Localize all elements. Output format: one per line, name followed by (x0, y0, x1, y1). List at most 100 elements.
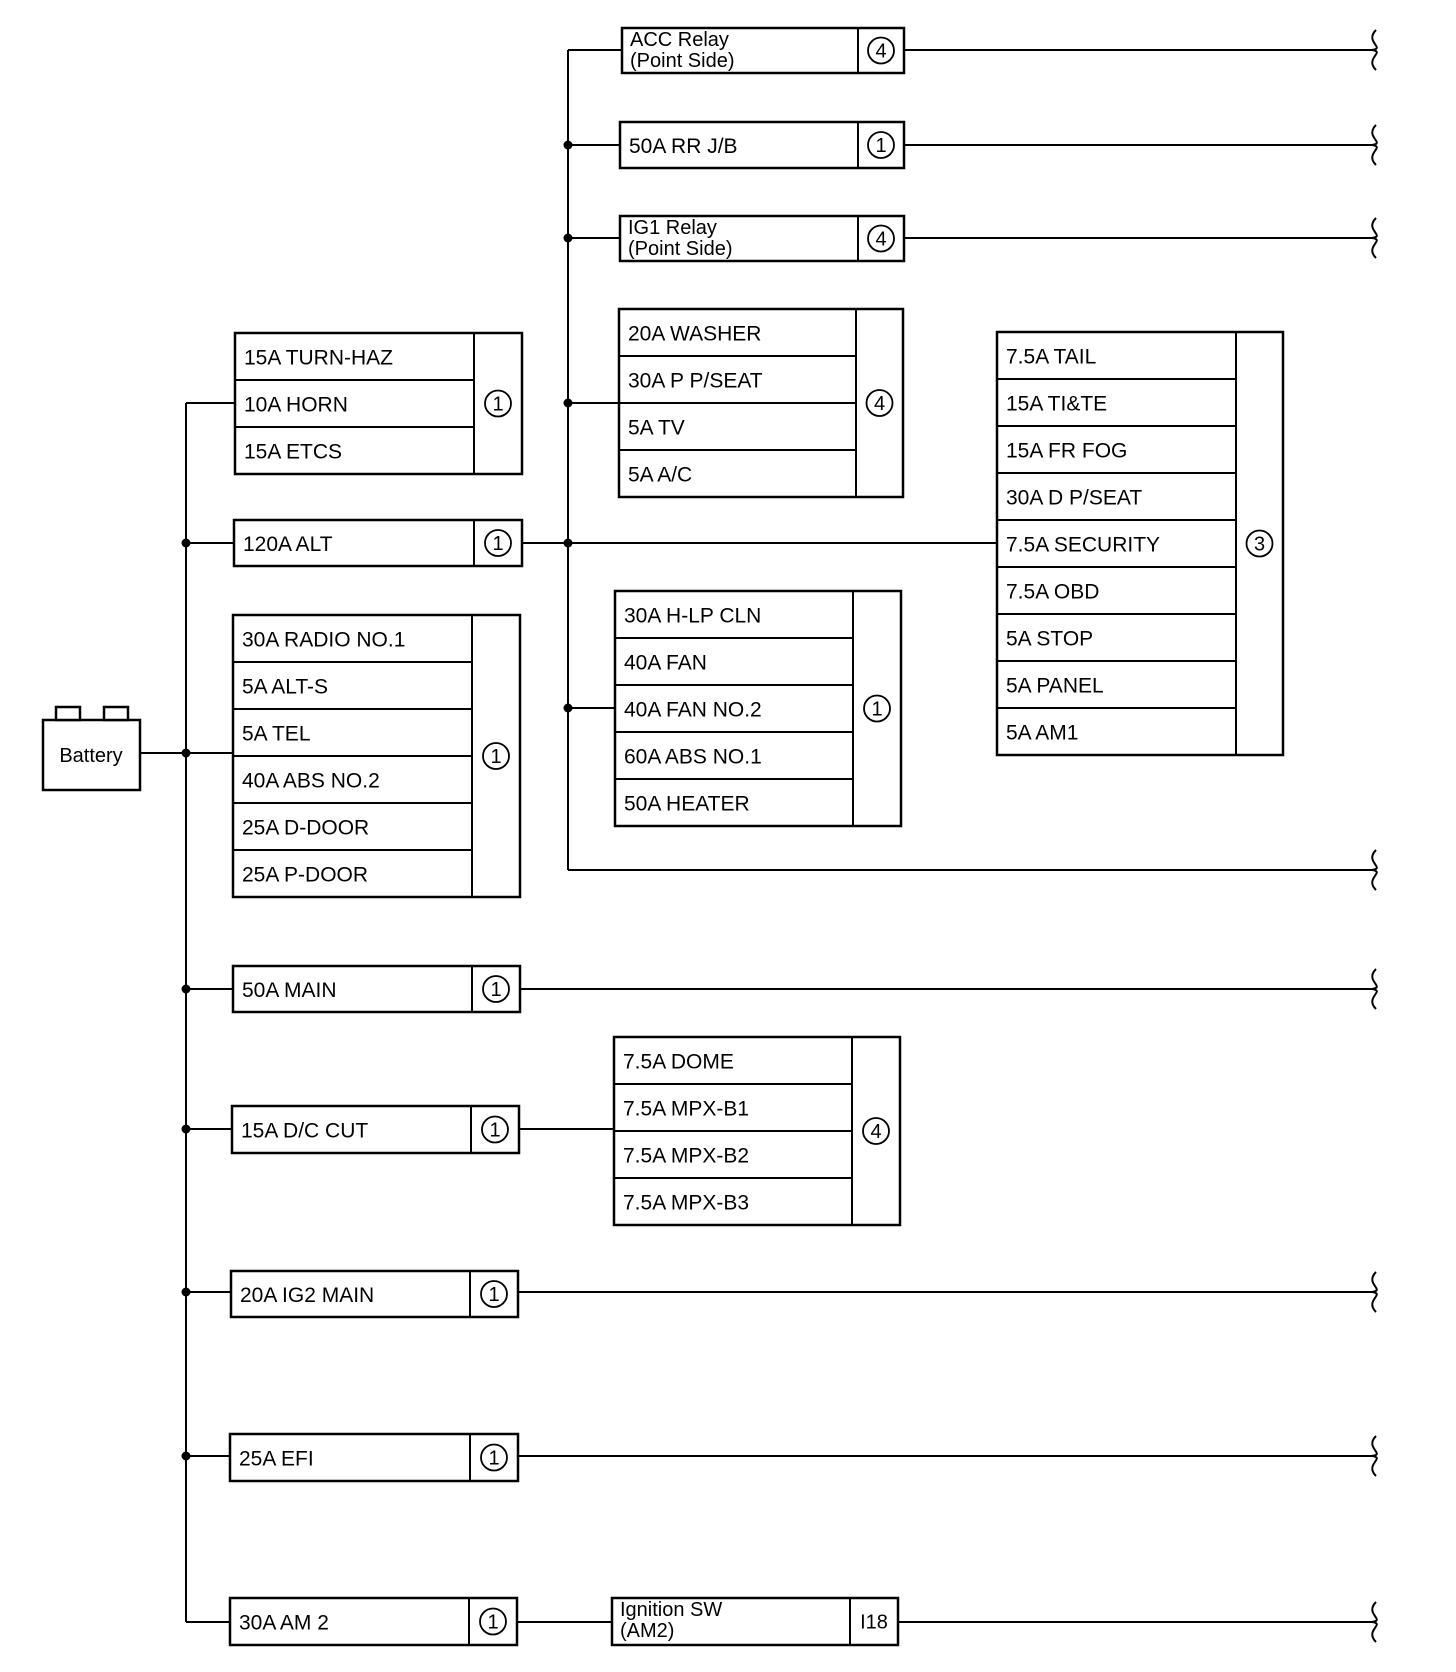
fuse-label-5a-tv: 5A TV (628, 417, 685, 440)
fuse-block-am2: 30A AM 2 1 (228, 1596, 519, 1647)
fuse-block-dc-cut: 15A D/C CUT 1 (230, 1104, 521, 1155)
connector-number: 1 (490, 746, 501, 768)
wire-break-mark (1371, 1601, 1378, 1643)
fuse-label-50a-main: 50A MAIN (242, 979, 337, 1002)
fuse-label-acc-relay: ACC Relay (630, 29, 729, 51)
battery-terminal-positive (102, 705, 130, 722)
connector-number: 1 (487, 1612, 498, 1634)
fuse-label-20a-washer: 20A WASHER (628, 323, 761, 346)
connector-number-circle (482, 742, 510, 770)
connector-number: 1 (489, 1120, 500, 1142)
fuse-label-25a-efi: 25A EFI (239, 1448, 314, 1471)
fuse-sublabel-point-side: (Point Side) (628, 238, 733, 260)
wire-break-mark (1371, 217, 1378, 259)
wiring (141, 29, 1378, 1643)
connector-number-circle (482, 975, 510, 1003)
fuse-label-30a-am-2: 30A AM 2 (239, 1612, 329, 1635)
connector-number: 3 (1254, 534, 1265, 556)
fuse-label-5a-am1: 5A AM1 (1006, 722, 1078, 745)
connector-number-circle (867, 36, 895, 65)
battery: Battery (41, 705, 142, 792)
fuse-label-15a-fr-fog: 15A FR FOG (1006, 440, 1127, 463)
connector-number-circle (484, 529, 512, 557)
connector-number: 1 (871, 699, 882, 721)
fuse-label-50a-rr-j-b: 50A RR J/B (629, 135, 738, 158)
wire-break-mark (1371, 849, 1378, 891)
connector-number: 1 (492, 533, 503, 555)
fuse-label-7-5a-mpx-b1: 7.5A MPX-B1 (623, 1098, 749, 1121)
wire-break-mark (1371, 968, 1378, 1010)
fuse-label-15a-turn-haz: 15A TURN-HAZ (244, 347, 393, 370)
fuse-label-60a-abs-no-1: 60A ABS NO.1 (624, 746, 762, 769)
fuse-label-5a-alt-s: 5A ALT-S (242, 676, 328, 699)
connector-number: 1 (490, 979, 501, 1001)
connector-number: 4 (870, 1121, 881, 1143)
connector-number-circle (867, 131, 895, 159)
fuse-block-radio-group: 30A RADIO NO.1 5A ALT-S 5A TEL 40A ABS NO.2… (231, 613, 522, 899)
battery-label: Battery (59, 745, 122, 767)
fuse-block-ignition-sw: Ignition SW(AM2) I18 (610, 1596, 900, 1647)
wire-break-mark (1371, 29, 1378, 71)
connector-number-circle (867, 224, 895, 253)
fuse-block-efi: 25A EFI 1 (228, 1432, 520, 1483)
connector-number: 4 (875, 229, 886, 251)
connector-number: 1 (492, 394, 503, 416)
fuse-label-10a-horn: 10A HORN (244, 394, 348, 417)
fuse-sublabel-am2: (AM2) (620, 1620, 674, 1642)
connector-number-circle (480, 1443, 508, 1472)
fuse-label-7-5a-obd: 7.5A OBD (1006, 581, 1099, 604)
fuse-label-20a-ig2-main: 20A IG2 MAIN (240, 1284, 374, 1307)
fuse-label-7-5a-mpx-b2: 7.5A MPX-B2 (623, 1145, 749, 1168)
connector-number-circle (1245, 529, 1274, 558)
connector-number: 1 (488, 1284, 499, 1306)
battery-body (41, 718, 142, 792)
battery-terminal-negative (54, 705, 82, 722)
fuse-block-acc-relay: ACC Relay(Point Side) 4 (620, 26, 906, 75)
fuse-label-50a-heater: 50A HEATER (624, 793, 750, 816)
fuse-label-30a-p-p-seat: 30A P P/SEAT (628, 370, 763, 393)
connector-number-circle (481, 1115, 509, 1144)
connector-number-circle (862, 1117, 890, 1145)
fuse-block-main: 50A MAIN 1 (231, 964, 522, 1014)
fuse-label-40a-abs-no-2: 40A ABS NO.2 (242, 770, 380, 793)
fuse-label-ig1-relay: IG1 Relay (628, 217, 717, 239)
fuse-label-30a-h-lp-cln: 30A H-LP CLN (624, 605, 761, 628)
fuse-block-ig1-relay: IG1 Relay(Point Side) 4 (618, 214, 906, 263)
connector-number-circle (480, 1280, 508, 1308)
fuse-label-7-5a-security: 7.5A SECURITY (1006, 534, 1160, 557)
wire-break-mark (1371, 1271, 1378, 1313)
connector-number: 4 (875, 41, 886, 63)
fuse-label-5a-stop: 5A STOP (1006, 628, 1093, 651)
fuse-block-alt: 120A ALT 1 (232, 518, 524, 568)
fuse-label-120a-alt: 120A ALT (243, 533, 333, 556)
fuse-block-rr-jb: 50A RR J/B 1 (618, 120, 906, 170)
fuse-label-30a-d-p-seat: 30A D P/SEAT (1006, 487, 1142, 510)
fuse-label-5a-a-c: 5A A/C (628, 464, 692, 487)
connector-number: 1 (488, 1448, 499, 1470)
fuse-sublabel-point-side: (Point Side) (630, 50, 735, 72)
connector-number-circle (865, 389, 894, 417)
fuse-label-25a-d-door: 25A D-DOOR (242, 817, 369, 840)
fuse-label-25a-p-door: 25A P-DOOR (242, 864, 368, 887)
fuse-label-15a-etcs: 15A ETCS (244, 441, 342, 464)
connector-number-circle (863, 694, 891, 723)
fuse-block-turn-haz-group: 15A TURN-HAZ 10A HORN 15A ETCS 1 (233, 331, 524, 476)
connector-number-circle (484, 389, 512, 418)
fuse-label-40a-fan: 40A FAN (624, 652, 707, 675)
fuse-label-5a-tel: 5A TEL (242, 723, 311, 746)
fuse-block-frame (618, 120, 906, 170)
connector-number: 1 (875, 135, 886, 157)
fuse-label-ignition-sw: Ignition SW (620, 1599, 722, 1621)
fuse-block-ig2-main: 20A IG2 MAIN 1 (229, 1269, 520, 1319)
fuse-label-30a-radio-no-1: 30A RADIO NO.1 (242, 629, 405, 652)
wire-break-mark (1371, 1435, 1378, 1477)
fuse-label-7-5a-dome: 7.5A DOME (623, 1051, 734, 1074)
connector-label: I18 (860, 1612, 888, 1634)
fuse-label-15a-d-c-cut: 15A D/C CUT (241, 1120, 368, 1143)
fuse-label-7-5a-tail: 7.5A TAIL (1006, 346, 1096, 369)
